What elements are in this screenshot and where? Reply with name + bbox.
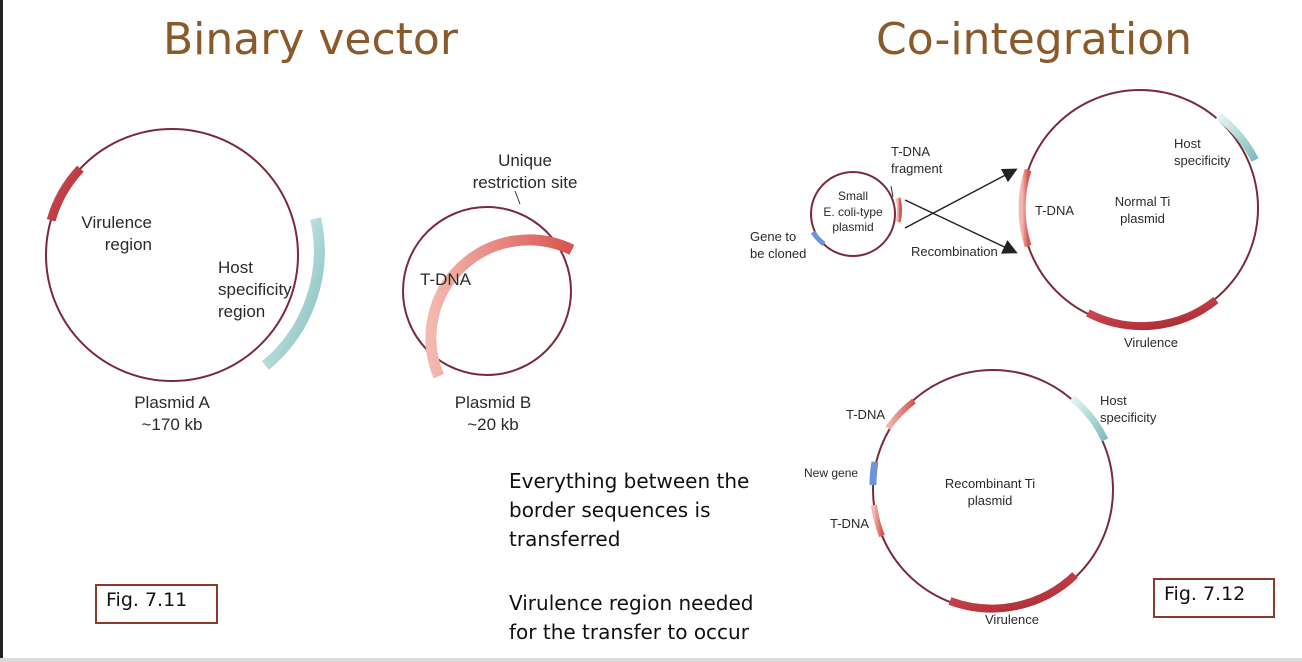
restriction-site-label: Unique restriction site [472,151,578,193]
window-edge [0,0,3,662]
fig-7-12-label: Fig. 7.12 [1164,583,1246,605]
normal-ti-host-label: Host specificity [1174,136,1231,168]
binary-vector-title: Binary vector [163,14,458,65]
recombinant-ti-virulence-label: Virulence [985,612,1039,627]
recombinant-ti-virulence-arc [948,572,1078,613]
plasmid-a-host-label: Host specificity region [218,258,292,322]
recombinant-ti-host-arc [1069,395,1109,442]
plasmid-a-virulence-label: Virulence region [81,213,152,255]
fig-7-11-box: Fig. 7.11 [95,584,218,624]
plasmid-a-caption: Plasmid A ~170 kb [134,393,210,435]
small-plasmid-fragment-arc [895,197,902,223]
normal-ti-host-arc [1215,112,1259,162]
recombinant-ti-tdna-top-arc [885,398,916,430]
plasmid-b-caption: Plasmid B ~20 kb [454,393,532,435]
normal-ti-label: Normal Ti plasmid [1114,194,1171,226]
fragment-pointer [890,185,894,198]
virulence-note: Virulence region needed for the transfer… [509,591,754,644]
recombinant-ti-tdna-bottom-arc [871,504,885,538]
fig-7-11-label: Fig. 7.11 [106,589,188,611]
small-plasmid-circle [810,171,896,257]
recombination-label: Recombination [911,244,998,259]
normal-ti-tdna-arc [1018,168,1032,248]
plasmid-b-tdna-arc [425,234,575,379]
recombinant-ti-label: Recombinant Ti plasmid [944,476,1036,508]
gene-to-be-cloned-label: Gene to be cloned [750,229,807,261]
normal-ti-tdna-label: T-DNA [1035,203,1074,218]
recombinant-ti-tdna-top-label: T-DNA [846,407,885,422]
recombination-arrow-down [904,199,1018,254]
tdna-fragment-label: T-DNA fragment [891,144,943,176]
plasmid-a-host-arc [261,217,325,370]
border-sequence-note: Everything between the border sequences … [509,469,750,551]
recombinant-ti-host-label: Host specificity [1100,393,1157,425]
small-plasmid-gene-arc [810,230,826,247]
plasmid-a-virulence-arc [46,165,84,222]
small-plasmid-label: Small E. coli-type plasmid [823,189,883,235]
normal-ti-virulence-label: Virulence [1124,335,1178,350]
recombinant-ti-tdna-bottom-label: T-DNA [830,516,869,531]
recombinant-ti-new-gene-label: New gene [804,466,859,480]
bottom-divider [0,658,1302,662]
restriction-site-pointer [514,190,521,205]
plasmid-b-circle [402,206,572,376]
normal-ti-virulence-arc [1086,296,1219,331]
co-integration-title: Co-integration [876,14,1193,65]
recombinant-ti-new-gene-arc [869,461,879,486]
plasmid-a-circle [45,128,299,382]
plasmid-b-tdna-label: T-DNA [420,270,471,289]
recombination-arrow-up [904,168,1018,229]
fig-7-12-box: Fig. 7.12 [1153,578,1275,618]
